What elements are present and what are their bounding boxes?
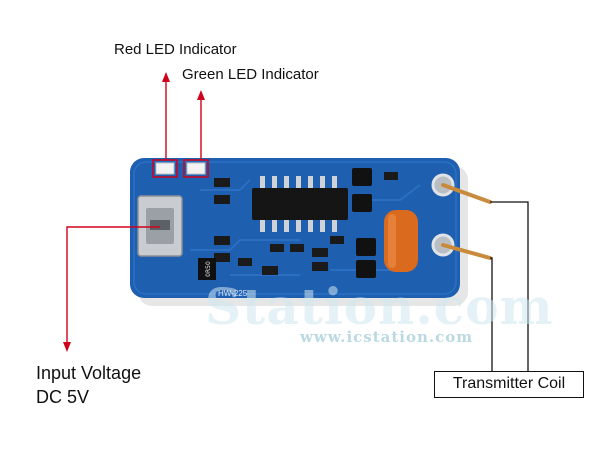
film-capacitor (384, 210, 418, 272)
micro-usb-slot (150, 220, 170, 230)
watermark-url: www.icstation.com (300, 328, 474, 346)
silkscreen-model: HW-225 (218, 289, 248, 298)
input-voltage-line1: Input Voltage (36, 363, 142, 383)
red-led (155, 162, 175, 175)
transistors (352, 168, 376, 278)
watermark-logo: Station.com (205, 277, 554, 336)
input-voltage-line2: DC 5V (36, 387, 90, 407)
resistor-marking: 0R50 (205, 261, 212, 277)
transmitter-coil-label: Transmitter Coil (434, 371, 584, 398)
resistor-0r50 (198, 258, 216, 280)
input-voltage-label: Input Voltage DC 5V (36, 361, 141, 409)
input-voltage-arrow (63, 342, 71, 352)
coil-leader-lines (490, 201, 529, 371)
red-led-label: Red LED Indicator (114, 41, 237, 58)
pcb-edge-highlight (133, 161, 457, 295)
red-led-highlight (152, 159, 178, 178)
coil-wires (441, 183, 492, 260)
red-led-arrow (162, 72, 170, 82)
main-ic (252, 176, 348, 232)
indicator-lines (66, 82, 202, 343)
smd-components (214, 172, 414, 275)
green-led-highlight (183, 159, 209, 178)
green-led (186, 162, 206, 175)
green-led-label: Green LED Indicator (182, 66, 319, 83)
green-led-arrow (197, 90, 205, 100)
